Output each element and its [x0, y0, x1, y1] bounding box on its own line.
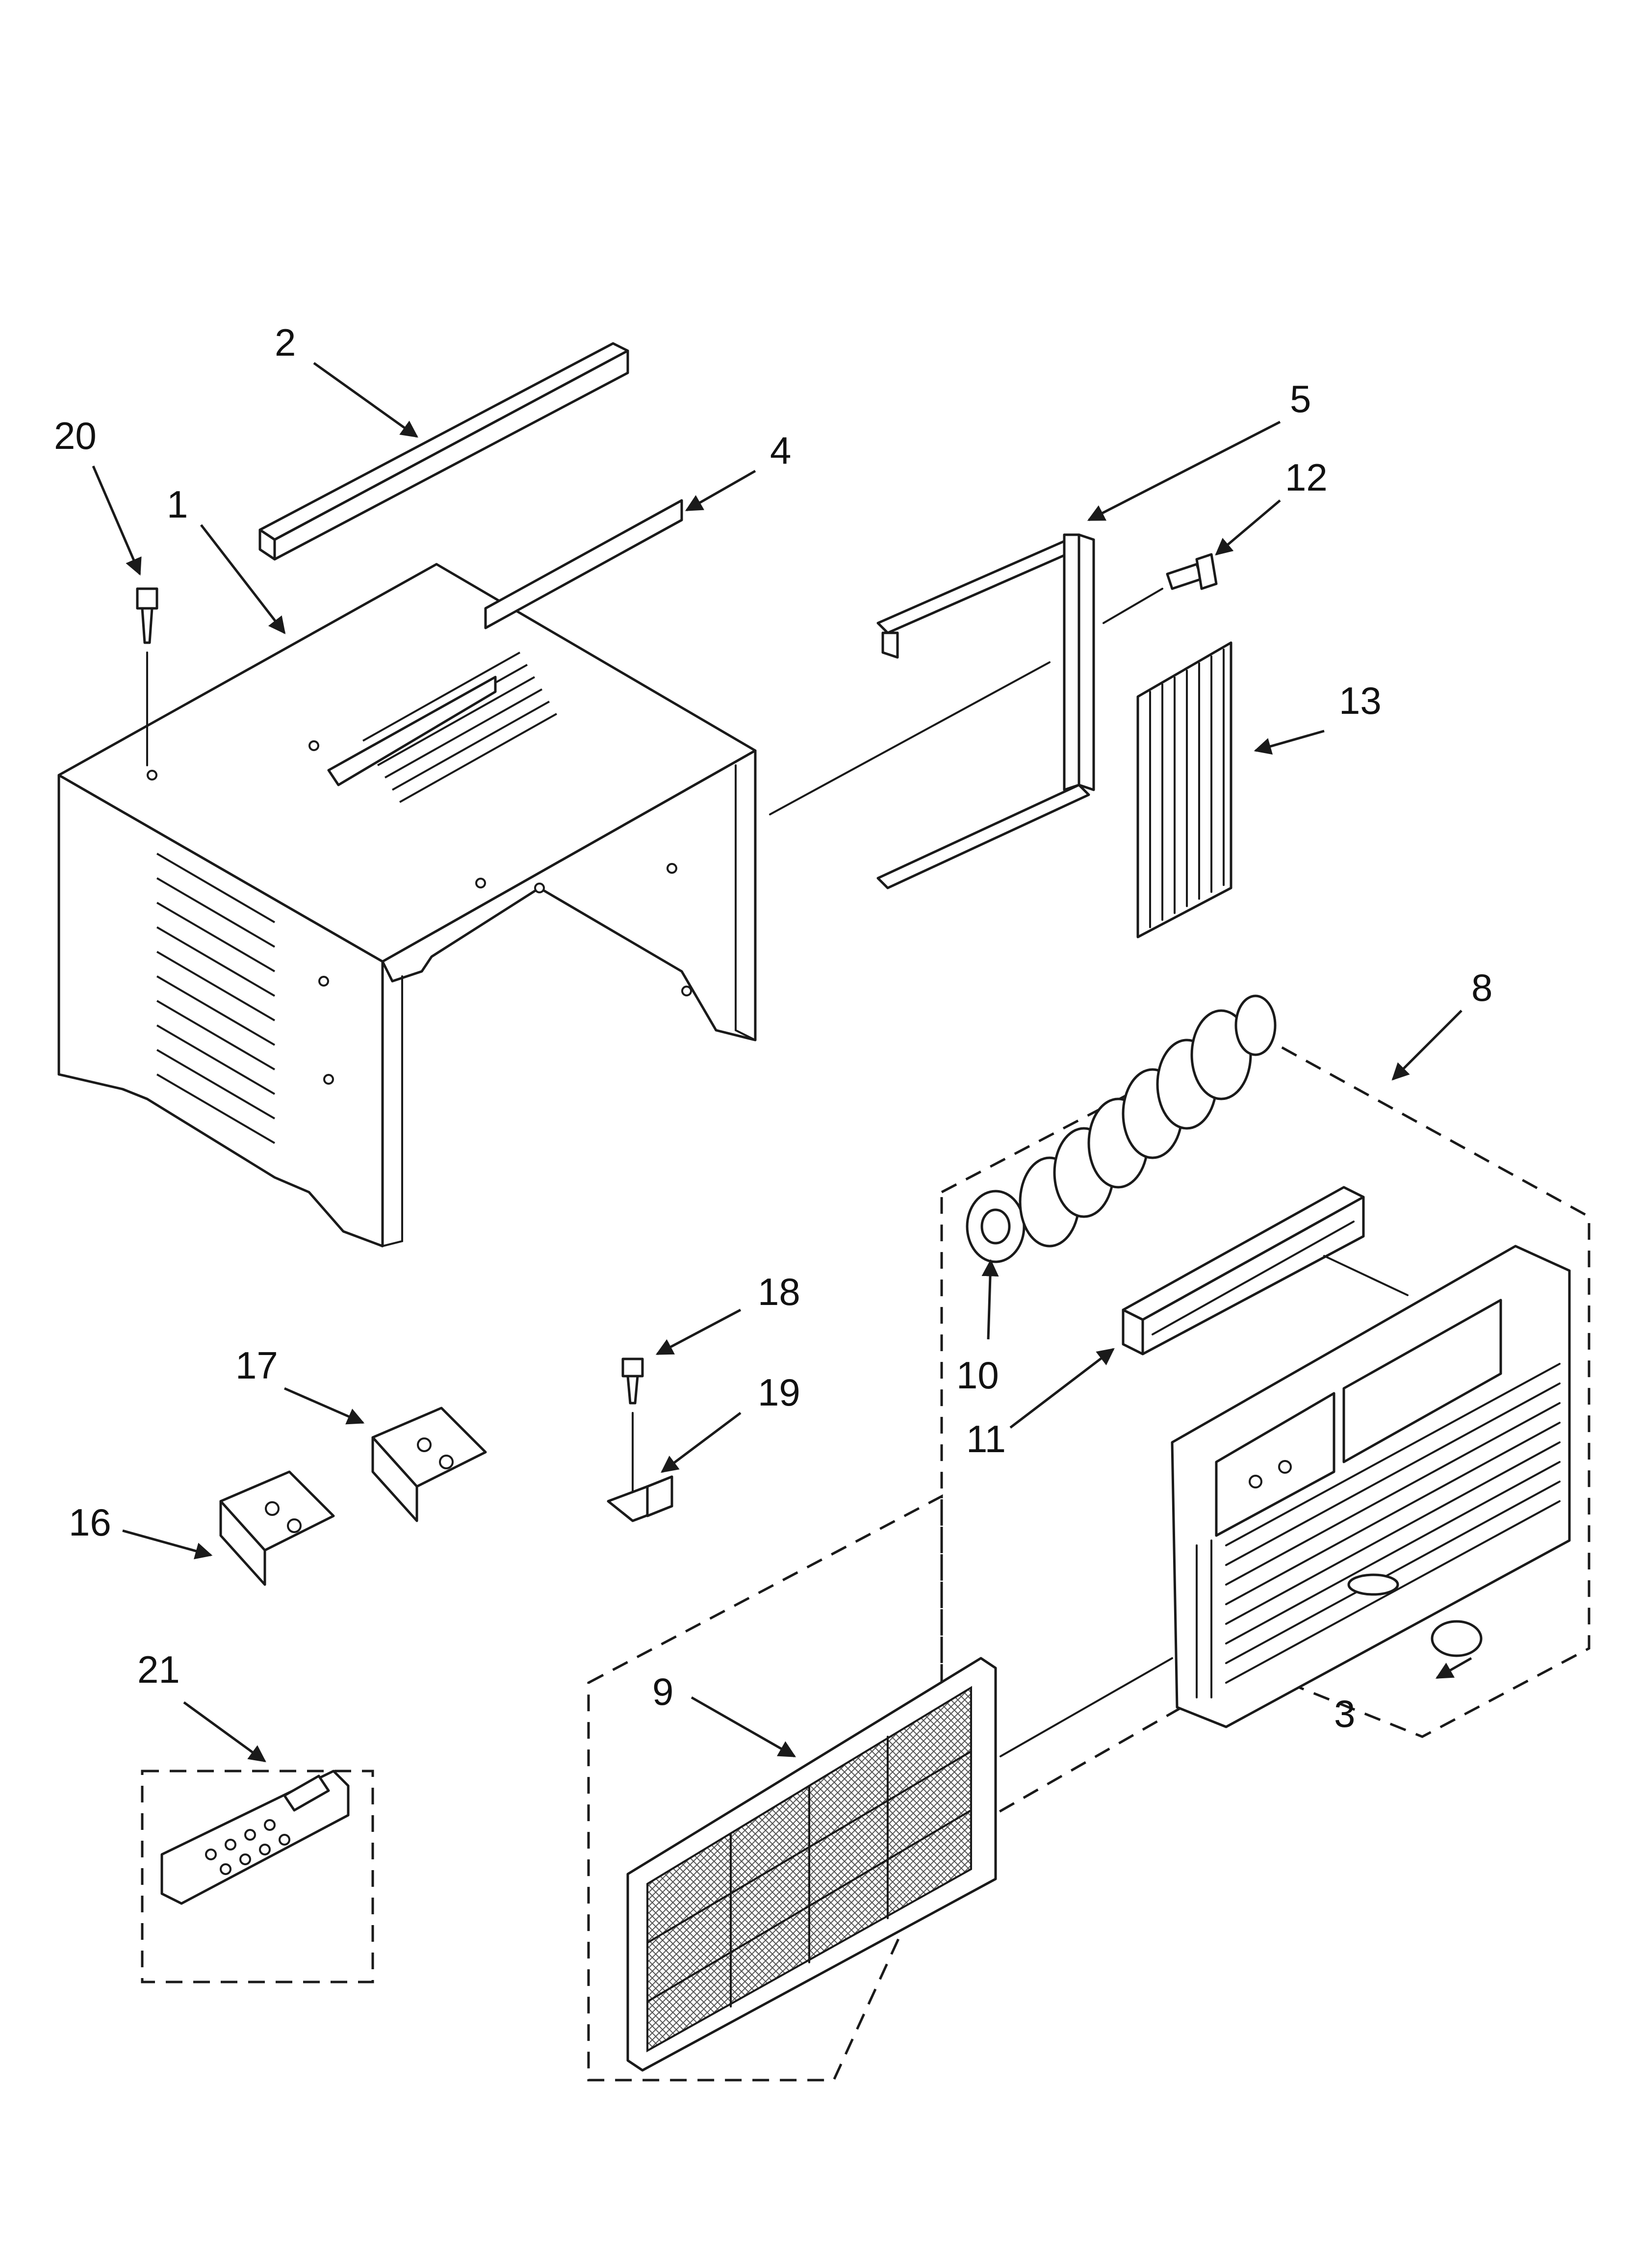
blower-wheel-part — [966, 994, 1277, 1263]
top-rail-part — [258, 342, 629, 561]
label-3: 3 — [1334, 1692, 1355, 1735]
louver-part — [1122, 1186, 1365, 1356]
label-11: 11 — [966, 1417, 1006, 1460]
mounting-bracket-part-17 — [371, 1407, 487, 1522]
top-vents — [362, 652, 557, 803]
label-4: 4 — [770, 429, 791, 472]
label-19: 19 — [758, 1371, 800, 1414]
label-5: 5 — [1290, 377, 1311, 420]
label-13: 13 — [1339, 679, 1382, 722]
filter-group-outline — [587, 1494, 943, 2082]
front-assembly-group-outline — [940, 1029, 1591, 1847]
cabinet-part — [57, 563, 757, 1248]
mounting-bracket-part-16 — [219, 1470, 335, 1586]
leader-lines — [92, 362, 1472, 1763]
side-vents — [156, 853, 276, 1144]
remote-group-outline — [141, 1770, 374, 1983]
label-21: 21 — [137, 1648, 180, 1691]
label-20: 20 — [54, 414, 97, 457]
top-bracket-part — [484, 499, 683, 629]
clip-part-19 — [607, 1475, 673, 1522]
label-1: 1 — [167, 483, 188, 526]
screw-part-20 — [136, 587, 158, 766]
badge-part — [1431, 1620, 1483, 1657]
label-2: 2 — [275, 321, 296, 364]
air-filter-part — [626, 1657, 997, 2072]
label-18: 18 — [758, 1270, 800, 1313]
front-grille-part — [1171, 1245, 1571, 1728]
label-12: 12 — [1285, 456, 1328, 499]
label-9: 9 — [652, 1670, 673, 1713]
label-10: 10 — [956, 1354, 999, 1397]
label-8: 8 — [1471, 966, 1492, 1009]
window-frame-part — [876, 533, 1095, 889]
side-curtain-part — [1136, 641, 1232, 938]
screw-part-18 — [621, 1357, 644, 1507]
label-17: 17 — [235, 1344, 278, 1387]
label-16: 16 — [69, 1501, 111, 1544]
screw-part-12 — [1166, 553, 1218, 590]
remote-control-part — [160, 1770, 350, 1905]
